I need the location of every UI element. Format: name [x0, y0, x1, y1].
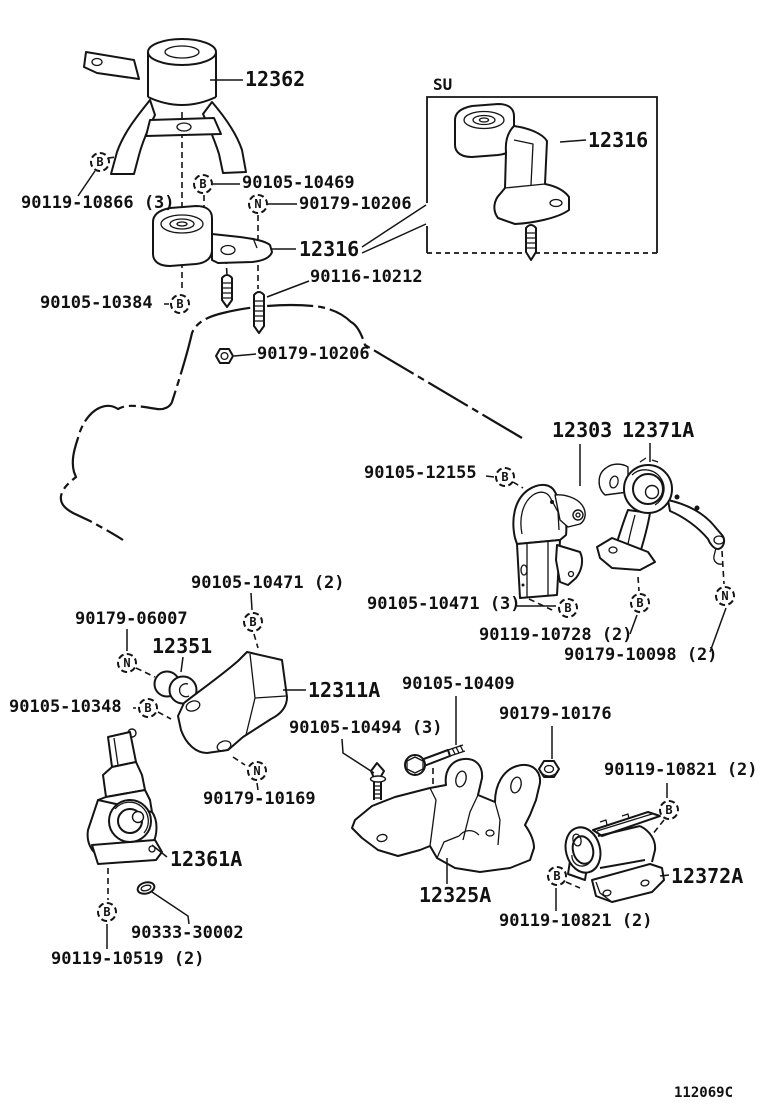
part-12316-bracket [152, 205, 273, 334]
label-12351: 12351 [152, 634, 213, 658]
label-90105-10494: 90105-10494 (3) [289, 718, 443, 738]
label-12303: 12303 [552, 418, 613, 442]
label-12362: 12362 [245, 67, 306, 91]
bolt-marker-90105-10471-3: B [558, 598, 578, 618]
bolt-marker-90105-10469: B [193, 174, 213, 194]
label-12316: 12316 [299, 237, 360, 261]
label-90179-10169: 90179-10169 [203, 789, 316, 809]
oring-90333-30002 [136, 881, 156, 895]
part-12311A-bracket [177, 651, 288, 754]
label-90105-12155: 90105-12155 [364, 463, 477, 483]
bolt-90105-10494 [369, 762, 387, 800]
label-90105-10471-2: 90105-10471 (2) [191, 573, 345, 593]
su-inset-box [426, 96, 658, 254]
part-12361A-insulator [86, 728, 163, 865]
label-12372a: 12372A [671, 864, 744, 888]
label-90105-10409: 90105-10409 [402, 674, 515, 694]
bolt-marker-90119-10821-b: B [547, 866, 567, 886]
label-90116-10212: 90116-10212 [310, 267, 423, 287]
label-90119-10519: 90119-10519 (2) [51, 949, 205, 969]
label-90179-10176: 90179-10176 [499, 704, 612, 724]
nut-90179-10206 [215, 348, 234, 364]
nut-90179-10176 [538, 760, 560, 778]
part-12325A-bracket [351, 757, 542, 873]
label-12325a: 12325A [419, 883, 492, 907]
label-90105-10471-3: 90105-10471 (3) [367, 594, 521, 614]
bolt-marker-90119-10821-a: B [659, 800, 679, 820]
label-90119-10728: 90119-10728 (2) [479, 625, 633, 645]
part-12316-su-variant [454, 103, 570, 261]
label-90119-10866: 90119-10866 (3) [21, 193, 175, 213]
bolt-marker-90119-10728: B [630, 593, 650, 613]
bolt-marker-90105-10471-2: B [243, 612, 263, 632]
diagram-code: 112069C [674, 1085, 734, 1101]
label-90179-10206-a: 90179-10206 [299, 194, 412, 214]
bolt-marker-90105-10384: B [170, 294, 190, 314]
leader-lines [77, 79, 727, 949]
label-12371a: 12371A [622, 418, 695, 442]
label-90119-10821-bot: 90119-10821 (2) [499, 911, 653, 931]
label-90179-10206-b: 90179-10206 [257, 344, 370, 364]
label-90179-06007: 90179-06007 [75, 609, 188, 629]
part-12362-insulator [83, 38, 247, 175]
nut-marker-90179-10206: N [248, 194, 268, 214]
label-12316-inset: 12316 [588, 128, 649, 152]
bolt-marker-90119-10866: B [90, 152, 110, 172]
label-90119-10821-top: 90119-10821 (2) [604, 760, 758, 780]
inset-tag-su: SU [433, 75, 453, 94]
nut-marker-90179-06007: N [117, 653, 137, 673]
label-90105-10384: 90105-10384 [40, 293, 153, 313]
nut-marker-90179-10098: N [715, 586, 735, 606]
engine-outline [59, 303, 523, 541]
label-12311a: 12311A [308, 678, 381, 702]
label-12361a: 12361A [170, 847, 243, 871]
part-12372A-insulator [564, 811, 665, 903]
label-90179-10098: 90179-10098 (2) [564, 645, 718, 665]
part-12371A-insulator [596, 457, 726, 571]
bolt-90105-10409 [404, 744, 466, 776]
label-90333-30002: 90333-30002 [131, 923, 244, 943]
bolt-marker-90105-12155: B [495, 467, 515, 487]
label-90105-10348: 90105-10348 [9, 697, 122, 717]
label-90105-10469: 90105-10469 [242, 173, 355, 193]
nut-marker-90179-10169: N [247, 761, 267, 781]
bolt-marker-90105-10348: B [138, 698, 158, 718]
bolt-marker-90119-10519: B [97, 902, 117, 922]
part-12303-bracket [512, 484, 586, 599]
